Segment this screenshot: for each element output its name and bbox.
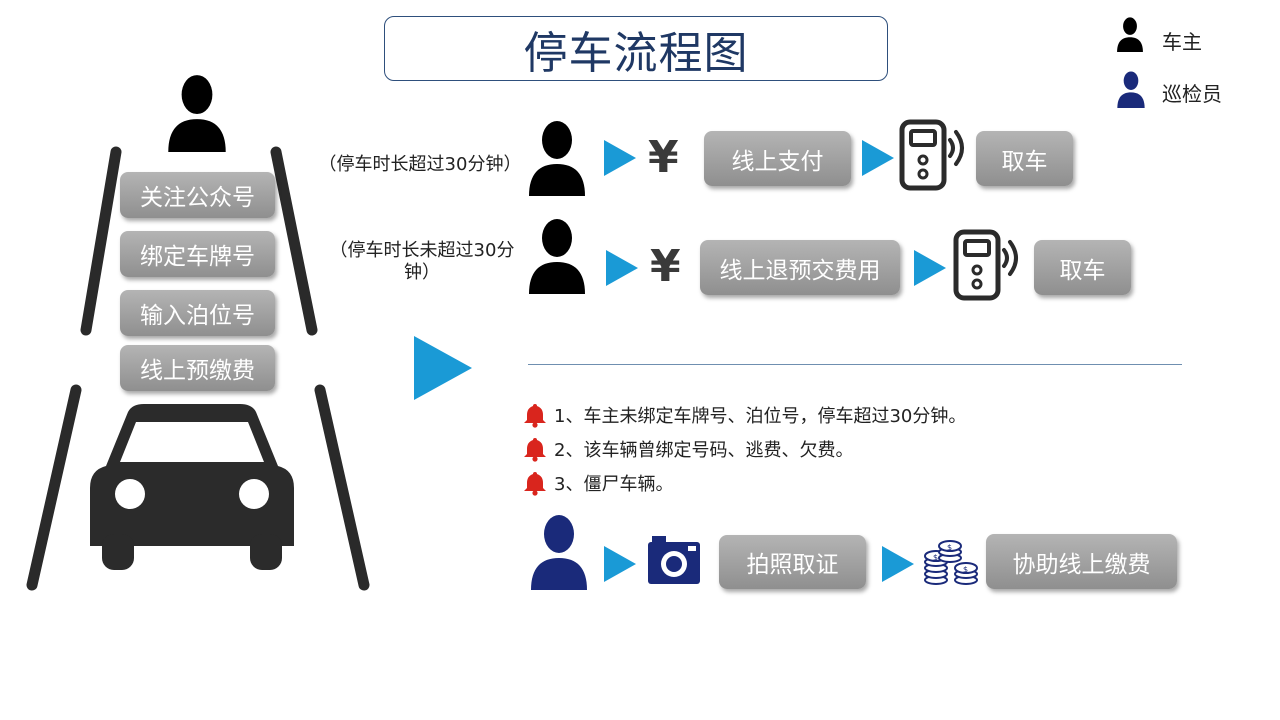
step-prepay[interactable]: 线上预缴费 (120, 345, 275, 391)
title-box: 停车流程图 (384, 16, 888, 81)
road-line-right-lower (314, 384, 370, 591)
inspector-icon (531, 515, 587, 590)
bell-alert-icon (524, 472, 546, 496)
flow1-payment-terminal-icon (899, 119, 964, 191)
flow2-arrow2-icon (914, 250, 946, 286)
assist-online-payment-button[interactable]: 协助线上缴费 (986, 534, 1177, 589)
legend-owner-label: 车主 (1162, 30, 1202, 54)
bell-alert-icon (524, 438, 546, 462)
warning-item: 2、该车辆曾绑定号码、逃费、欠费。 (522, 436, 853, 462)
road-illustration (26, 146, 370, 591)
flow1-note: （停车时长超过30分钟） (318, 154, 522, 175)
section-divider (528, 364, 1182, 365)
flow2-yen-icon: ¥ (650, 241, 681, 292)
owner-person-icon (1117, 17, 1143, 52)
flow1-arrow-icon (604, 140, 636, 176)
big-arrow-icon (414, 336, 472, 400)
warning-text: 1、车主未绑定车牌号、泊位号，停车超过30分钟。 (554, 406, 967, 427)
flow1-pickup-button[interactable]: 取车 (976, 131, 1073, 186)
legend-inspector-label: 巡检员 (1162, 82, 1222, 106)
flow2-owner-icon (529, 219, 585, 294)
page-title: 停车流程图 (523, 27, 749, 79)
svg-text:$: $ (947, 543, 952, 552)
flow2-arrow-icon (606, 250, 638, 286)
flow1-online-pay-button[interactable]: 线上支付 (704, 131, 851, 186)
flow2-note: （停车时长未超过30分钟） (329, 240, 515, 283)
flow2-pickup-button[interactable]: 取车 (1034, 240, 1131, 295)
coins-icon: $ $ $ (924, 540, 978, 585)
svg-text:$: $ (933, 553, 938, 562)
legend: 车主 巡检员 (1112, 14, 1272, 114)
warning-text: 2、该车辆曾绑定号码、逃费、欠费。 (554, 440, 854, 461)
car-icon (90, 404, 294, 570)
flow1-yen-icon: ¥ (648, 132, 679, 183)
warning-text: 3、僵尸车辆。 (554, 474, 674, 495)
svg-text:$: $ (963, 565, 968, 574)
flow3-arrow-icon (604, 546, 636, 582)
warning-item: 1、车主未绑定车牌号、泊位号，停车超过30分钟。 (522, 402, 966, 428)
step-follow-account[interactable]: 关注公众号 (120, 172, 275, 218)
road-line-left-lower (26, 384, 82, 591)
photo-evidence-button[interactable]: 拍照取证 (719, 535, 866, 589)
road-line-right-upper (270, 146, 318, 336)
flow2-payment-terminal-icon (953, 229, 1018, 301)
warning-item: 3、僵尸车辆。 (522, 470, 673, 496)
camera-icon (648, 536, 700, 584)
flow1-arrow2-icon (862, 140, 894, 176)
flow1-owner-icon (529, 121, 585, 196)
bell-alert-icon (524, 404, 546, 428)
flow3-arrow2-icon (882, 546, 914, 582)
step-bind-plate[interactable]: 绑定车牌号 (120, 231, 275, 277)
road-line-left-upper (80, 146, 122, 336)
flow2-refund-button[interactable]: 线上退预交费用 (700, 240, 900, 295)
step-enter-berth[interactable]: 输入泊位号 (120, 290, 275, 336)
driver-person-icon (168, 75, 226, 152)
inspector-person-icon (1117, 71, 1145, 108)
